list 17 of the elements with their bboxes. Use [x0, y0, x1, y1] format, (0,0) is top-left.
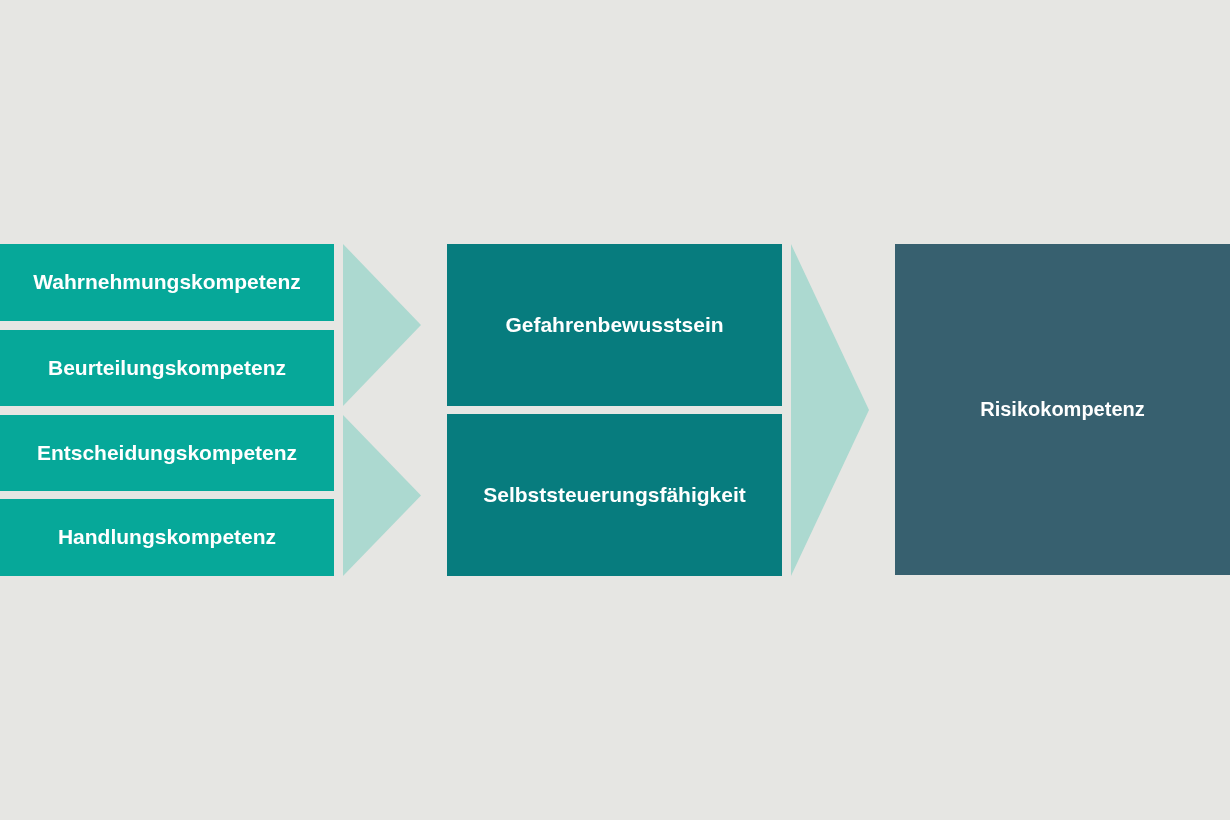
node-label: Beurteilungskompetenz: [46, 354, 287, 381]
process-box: [895, 244, 1230, 575]
node-label: Risikokompetenz: [979, 397, 1146, 422]
chevron-arrow: [343, 415, 421, 576]
process-box: [0, 415, 334, 491]
node-label: Gefahrenbewusstsein: [504, 311, 725, 338]
process-box: [0, 244, 334, 321]
node-label: Entscheidungskompetenz: [35, 439, 299, 466]
node-label: Selbststeuerungsfähigkeit: [482, 481, 747, 508]
chevron-arrow: [343, 244, 421, 406]
process-box: [447, 414, 782, 576]
node-label: Handlungskompetenz: [56, 524, 278, 551]
process-box: [0, 499, 334, 576]
chevron-arrow: [791, 244, 869, 576]
process-box: [0, 330, 334, 406]
process-box: [447, 244, 782, 406]
node-label: Wahrnehmungskompetenz: [32, 269, 302, 296]
